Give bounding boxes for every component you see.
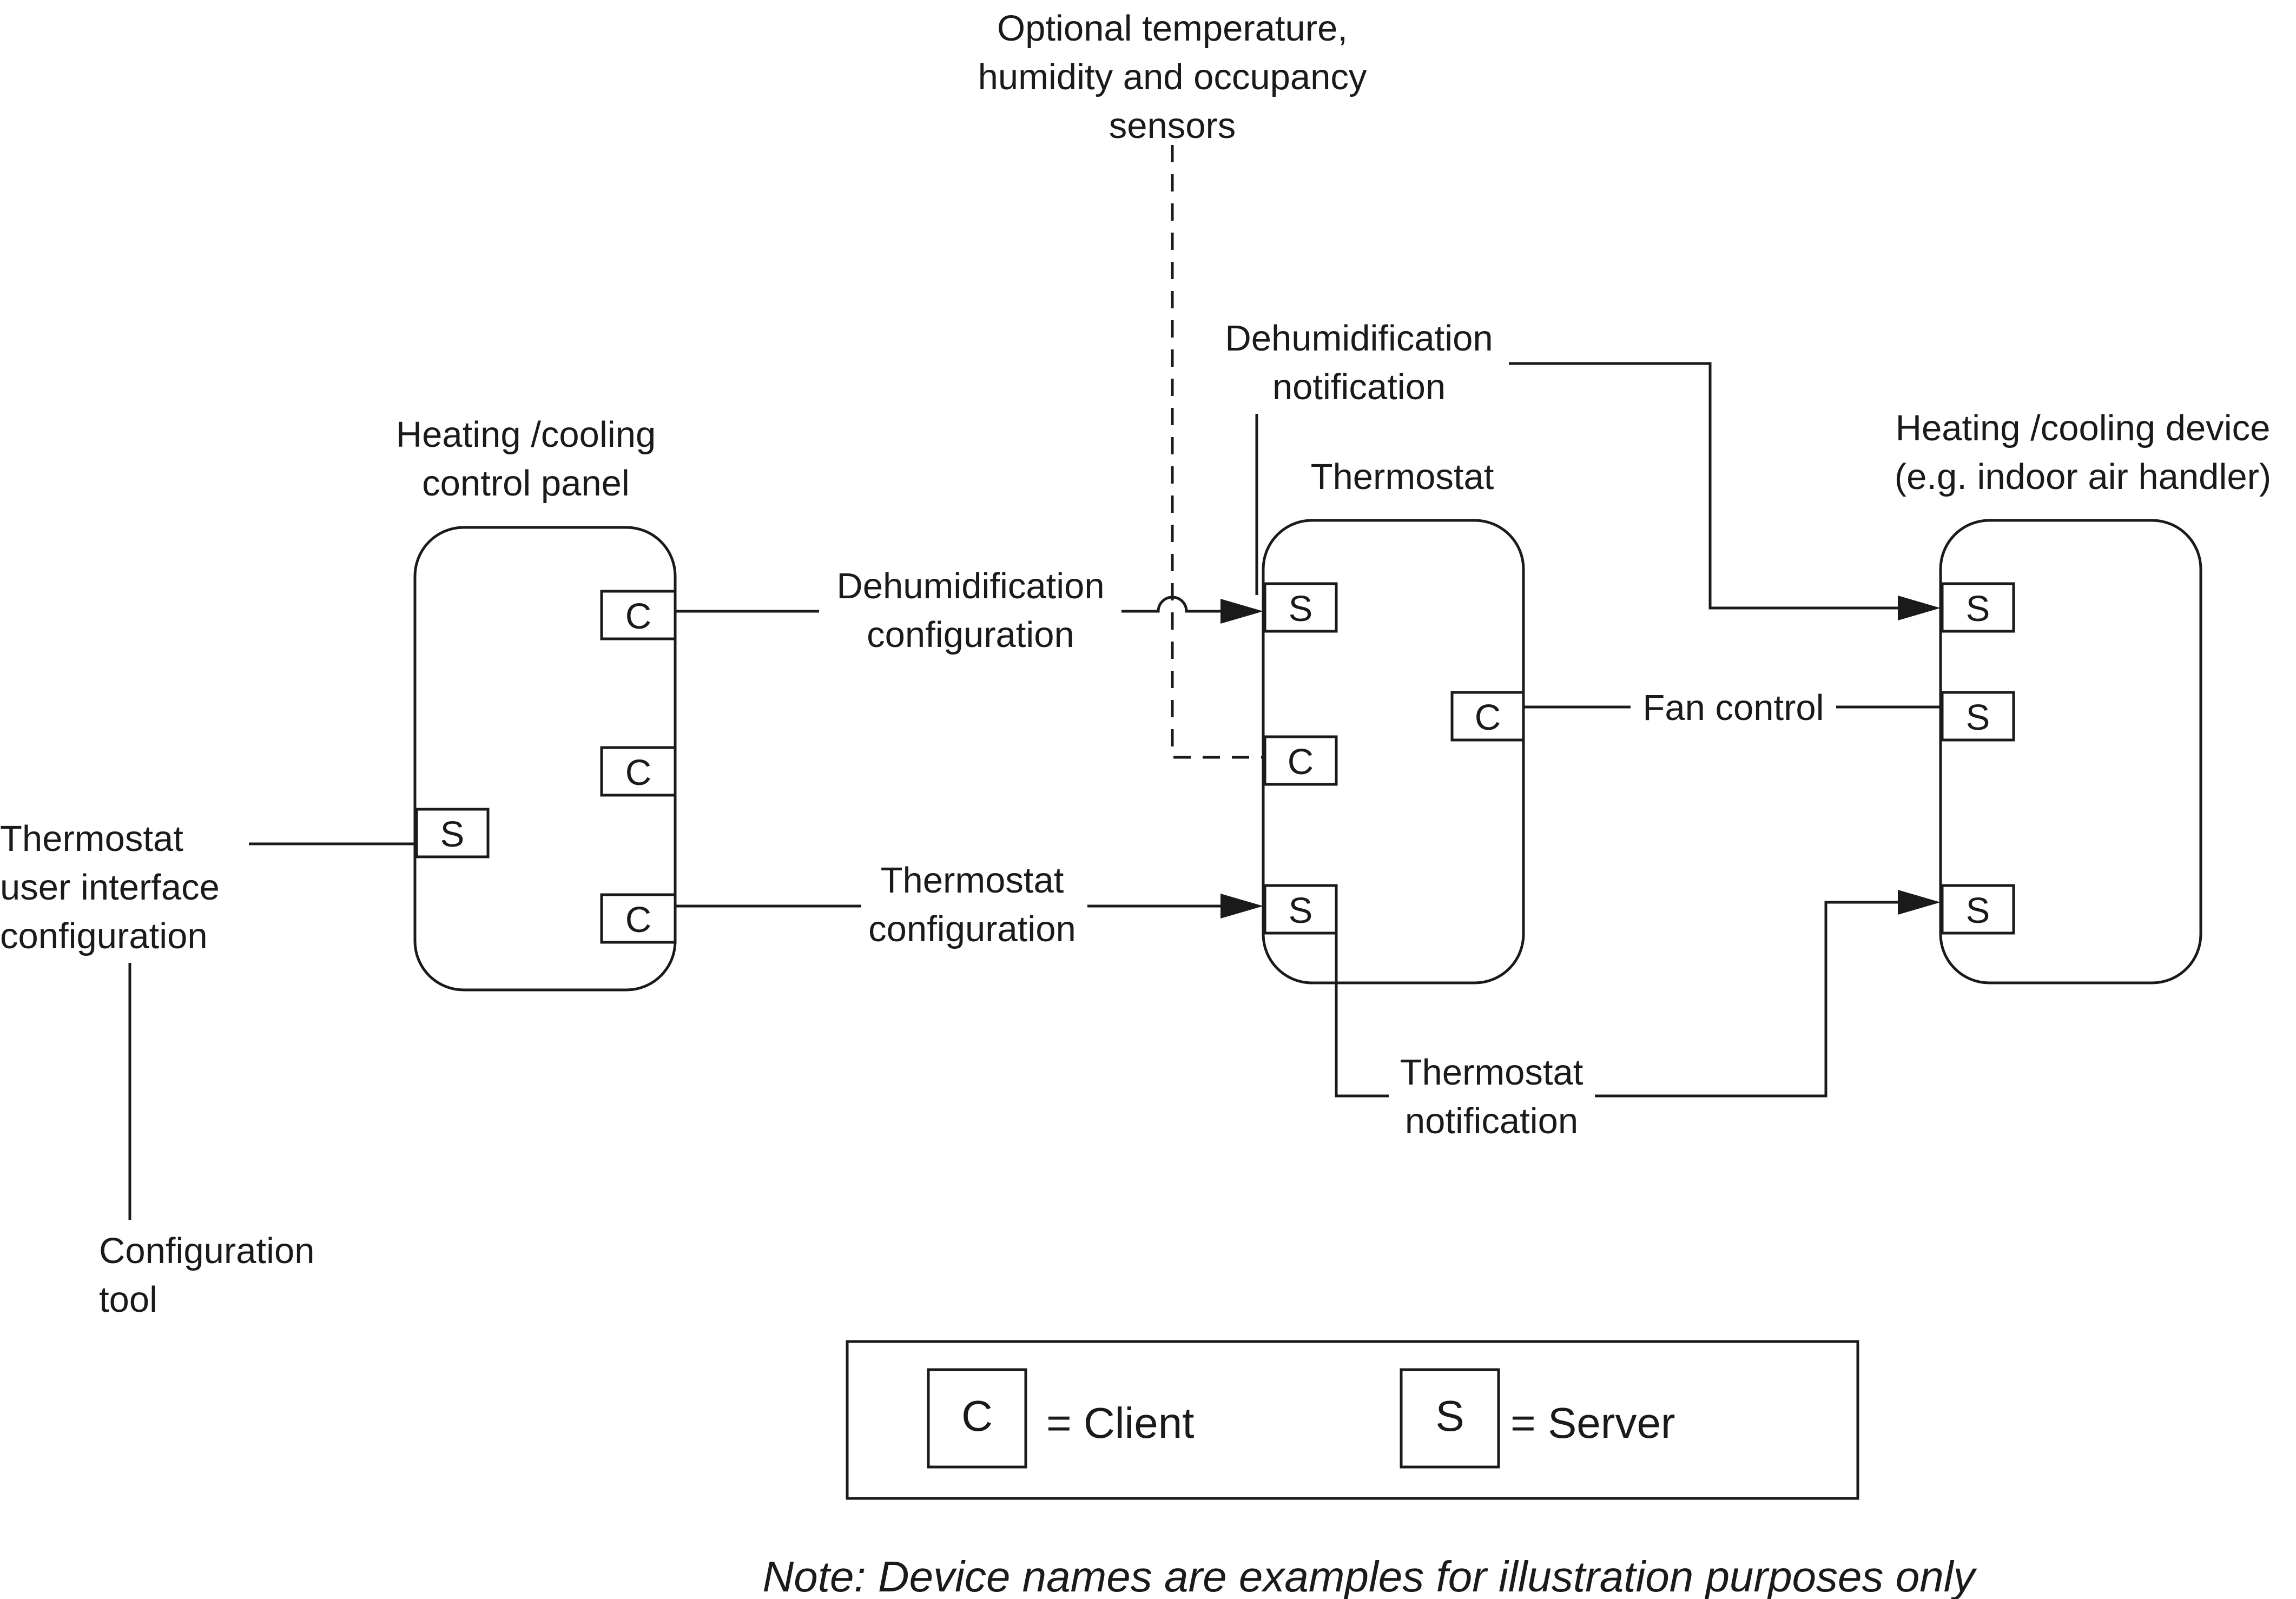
- svg-text:Dehumidification: Dehumidification: [1225, 318, 1493, 359]
- legend-server-symbol: S: [1400, 1368, 1500, 1469]
- control-panel-server-port: S: [415, 808, 490, 858]
- optional-sensors-line: [1171, 145, 1263, 759]
- thermostat-title: Thermostat: [1311, 457, 1494, 497]
- hvac-device-server-port: S: [1941, 884, 2015, 935]
- svg-text:Optional temperature,: Optional temperature,: [997, 8, 1348, 49]
- hvac-device-box: [1939, 519, 2202, 984]
- hvac-device-server-port: S: [1941, 691, 2015, 742]
- ui-configuration-label: Thermostat user interface configuration: [0, 818, 220, 956]
- svg-text:Dehumidification: Dehumidification: [836, 566, 1104, 606]
- dehumidification-notification-line: [1255, 362, 1898, 610]
- thermostat-client-port: C: [1263, 735, 1338, 786]
- configuration-tool-label: Configuration tool: [99, 1231, 315, 1320]
- svg-text:Thermostat: Thermostat: [1400, 1052, 1584, 1093]
- hvac-device-title: Heating /cooling device (e.g. indoor air…: [1895, 408, 2271, 497]
- thermostat-configuration-label: Thermostat configuration: [868, 860, 1076, 949]
- legend-client-symbol: C: [927, 1368, 1027, 1469]
- optional-sensors-label: Optional temperature, humidity and occup…: [978, 8, 1367, 146]
- svg-text:Thermostat: Thermostat: [0, 818, 183, 859]
- dehumidification-notification-arrowhead: [1898, 596, 1941, 620]
- svg-text:(e.g. indoor air handler): (e.g. indoor air handler): [1895, 457, 2271, 497]
- svg-text:sensors: sensors: [1109, 105, 1236, 146]
- svg-text:configuration: configuration: [0, 916, 208, 956]
- control-panel-client-port: C: [600, 590, 677, 640]
- svg-text:configuration: configuration: [867, 615, 1074, 655]
- legend: C = Client S = Server: [846, 1340, 1859, 1500]
- svg-text:C: C: [625, 900, 651, 940]
- svg-text:tool: tool: [99, 1279, 157, 1320]
- thermostat-server-port: S: [1263, 582, 1338, 633]
- svg-text:humidity and occupancy: humidity and occupancy: [978, 57, 1367, 97]
- thermostat-notification-line: [1335, 901, 1898, 1098]
- thermostat-client-port: C: [1450, 691, 1525, 742]
- svg-text:C: C: [1288, 742, 1314, 782]
- svg-text:configuration: configuration: [868, 909, 1076, 949]
- svg-text:C: C: [1475, 697, 1501, 738]
- svg-text:C: C: [625, 596, 651, 637]
- thermostat-server-port: S: [1263, 884, 1338, 935]
- svg-text:S: S: [440, 814, 465, 855]
- svg-text:Heating /cooling: Heating /cooling: [396, 414, 656, 455]
- svg-text:S: S: [1289, 890, 1313, 931]
- svg-text:Thermostat: Thermostat: [881, 860, 1064, 901]
- svg-text:notification: notification: [1405, 1101, 1578, 1141]
- fan-control-label: Fan control: [1642, 688, 1824, 728]
- svg-text:Configuration: Configuration: [99, 1231, 315, 1271]
- thermostat-notification-label: Thermostat notification: [1400, 1052, 1584, 1141]
- svg-text:user interface: user interface: [0, 867, 220, 908]
- hvac-device-server-port: S: [1941, 582, 2015, 633]
- legend-server-text: = Server: [1510, 1399, 1675, 1447]
- dehumidification-notification-label: Dehumidification notification: [1225, 318, 1493, 407]
- svg-text:S: S: [1289, 589, 1313, 629]
- control-panel-title: Heating /cooling control panel: [396, 414, 656, 504]
- svg-text:Heating /cooling device: Heating /cooling device: [1896, 408, 2271, 448]
- legend-client-text: = Client: [1046, 1399, 1194, 1447]
- thermostat-box: [1262, 519, 1525, 984]
- dehumidification-configuration-label: Dehumidification configuration: [836, 566, 1104, 655]
- svg-text:C: C: [625, 752, 651, 793]
- svg-text:S: S: [1966, 890, 1990, 931]
- svg-text:S: S: [1966, 589, 1990, 629]
- thermostat-configuration-arrowhead: [1220, 894, 1263, 919]
- control-panel-client-port: C: [600, 893, 677, 944]
- svg-text:notification: notification: [1272, 367, 1446, 407]
- control-panel-client-port: C: [600, 746, 677, 797]
- thermostat-notification-arrowhead: [1898, 890, 1941, 915]
- svg-text:C: C: [961, 1392, 993, 1440]
- dehumidification-configuration-arrowhead: [1220, 599, 1263, 624]
- svg-text:control panel: control panel: [422, 463, 630, 504]
- footnote: Note: Device names are examples for illu…: [762, 1552, 1977, 1599]
- svg-text:S: S: [1966, 697, 1990, 738]
- svg-text:S: S: [1435, 1392, 1464, 1440]
